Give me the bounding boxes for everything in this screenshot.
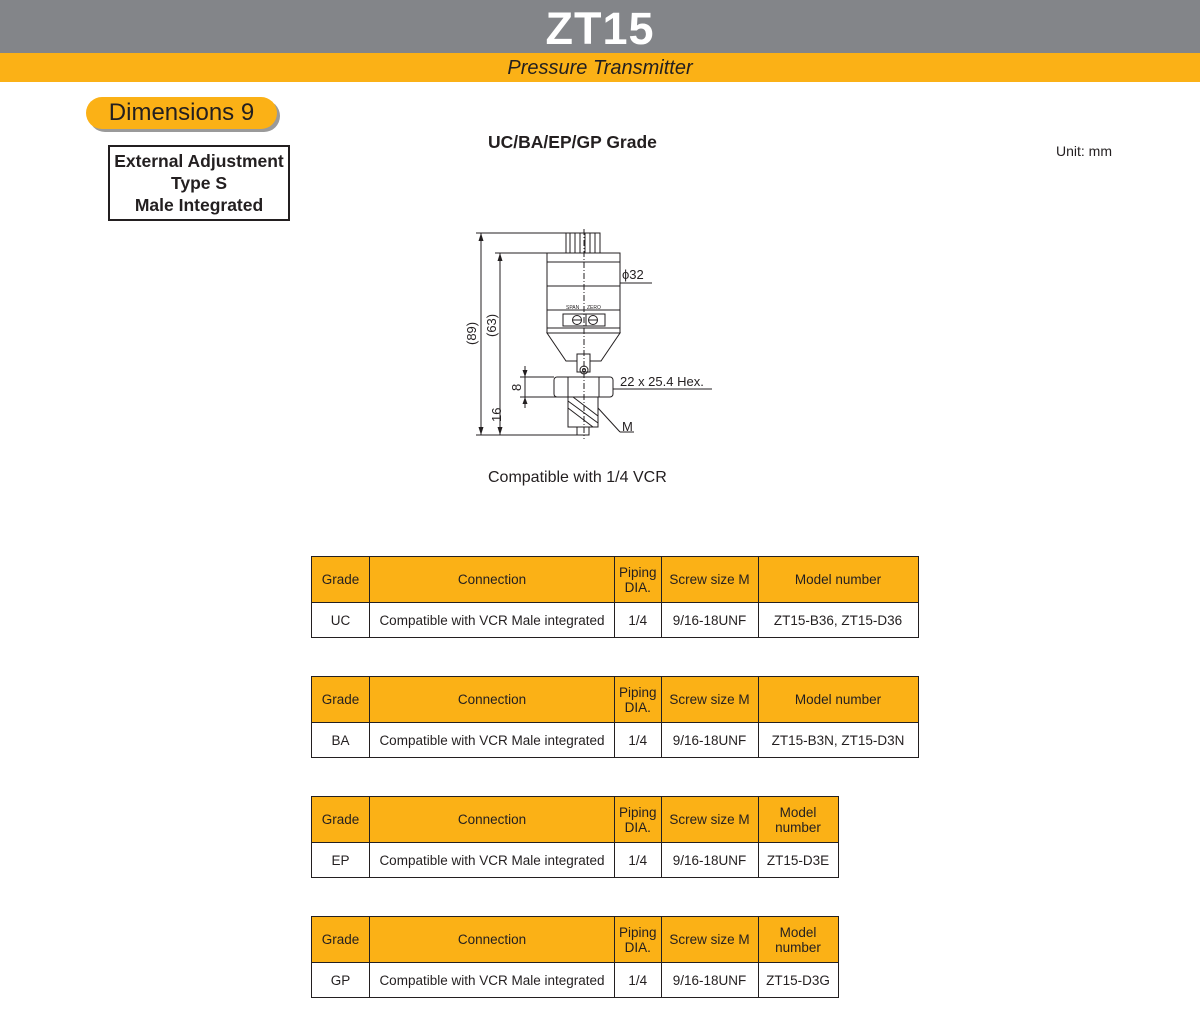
cell-screw: 9/16-18UNF (660, 842, 759, 878)
product-subtitle: Pressure Transmitter (507, 57, 693, 79)
body-length-label: (63) (484, 314, 499, 337)
cell-model: ZT15-B3N, ZT15-D3N (757, 722, 919, 758)
grade-heading: UC/BA/EP/GP Grade (488, 132, 657, 152)
type-line-type: Type S (170, 173, 228, 193)
table-row: GP Compatible with VCR Male integrated 1… (311, 962, 839, 998)
total-length-label: (89) (464, 322, 479, 345)
cell-piping: 1/4 (614, 722, 662, 758)
cell-model: ZT15-B36, ZT15-D36 (757, 602, 919, 638)
cell-screw: 9/16-18UNF (660, 722, 759, 758)
drawing-caption: Compatible with 1/4 VCR (488, 469, 667, 486)
cell-model: ZT15-D3E (757, 842, 839, 878)
cell-connection: Compatible with VCR Male integrated (369, 602, 615, 638)
dimension-drawing: ϕ32 SPAN ZERO (89) (63) 8 16 22 x 25.4 H… (464, 229, 712, 439)
header-grade: Grade (311, 676, 370, 723)
header-screw: Screw size M (660, 676, 759, 723)
diameter-label: ϕ32 (622, 267, 644, 282)
header-grade: Grade (311, 916, 370, 963)
header-connection: Connection (369, 796, 615, 843)
product-title: ZT15 (545, 3, 655, 54)
header-connection: Connection (369, 916, 615, 963)
cell-grade: EP (311, 842, 370, 878)
cell-connection: Compatible with VCR Male integrated (369, 962, 615, 998)
thread-label: M (622, 419, 633, 434)
cell-connection: Compatible with VCR Male integrated (369, 842, 615, 878)
hex-height-label: 8 (509, 384, 524, 391)
header-bar (0, 0, 1200, 53)
cell-piping: 1/4 (614, 842, 662, 878)
type-line-adjustment: External Adjustment (114, 151, 284, 171)
table-row: BA Compatible with VCR Male integrated 1… (311, 722, 919, 758)
fitting-length-label: 16 (489, 408, 504, 422)
header-connection: Connection (369, 556, 615, 603)
cell-screw: 9/16-18UNF (660, 602, 759, 638)
type-line-integration: Male Integrated (134, 195, 264, 215)
cell-grade: UC (311, 602, 370, 638)
cell-grade: GP (311, 962, 370, 998)
cell-model: ZT15-D3G (757, 962, 839, 998)
hex-size-label: 22 x 25.4 Hex. (620, 374, 704, 389)
header-connection: Connection (369, 676, 615, 723)
zero-label: ZERO (587, 305, 601, 311)
type-box: External Adjustment Type S Male Integrat… (108, 145, 290, 221)
header-grade: Grade (311, 556, 370, 603)
unit-label: Unit: mm (1056, 143, 1112, 159)
header-model: Model number (757, 676, 919, 723)
table-row: EP Compatible with VCR Male integrated 1… (311, 842, 839, 878)
cell-connection: Compatible with VCR Male integrated (369, 722, 615, 758)
span-label: SPAN (566, 305, 580, 311)
header-screw: Screw size M (660, 916, 759, 963)
dimensions-badge: Dimensions 9 (86, 97, 277, 129)
subtitle-bar (0, 53, 1200, 82)
header-grade: Grade (311, 796, 370, 843)
header-screw: Screw size M (660, 556, 759, 603)
cell-grade: BA (311, 722, 370, 758)
cell-piping: 1/4 (614, 602, 662, 638)
table-row: UC Compatible with VCR Male integrated 1… (311, 602, 919, 638)
cell-screw: 9/16-18UNF (660, 962, 759, 998)
cell-piping: 1/4 (614, 962, 662, 998)
header-screw: Screw size M (660, 796, 759, 843)
header-model: Model number (757, 556, 919, 603)
